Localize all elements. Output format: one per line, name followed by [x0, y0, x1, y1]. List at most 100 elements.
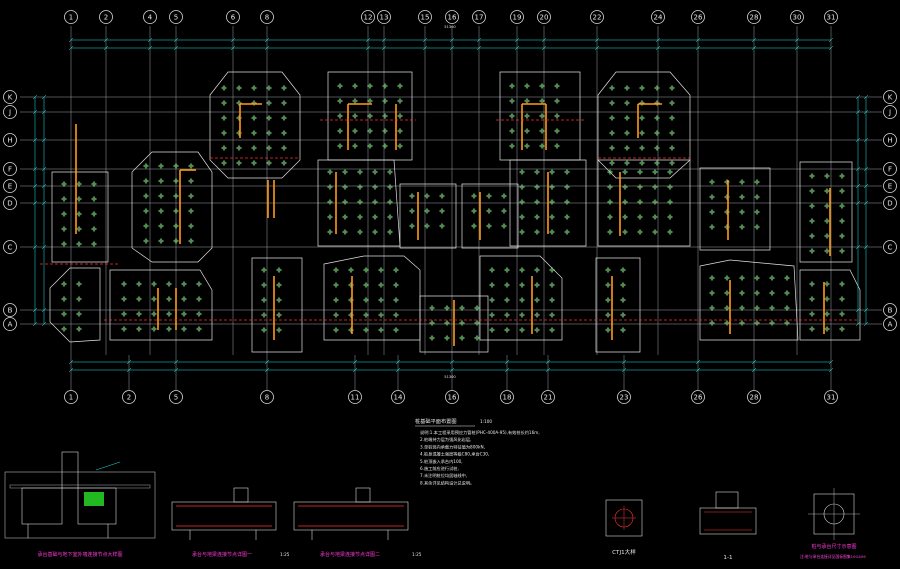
svg-text:2: 2 [127, 394, 131, 402]
svg-text:17: 17 [475, 14, 484, 22]
svg-text:15: 15 [421, 14, 430, 22]
svg-text:13: 13 [380, 14, 389, 22]
svg-text:16: 16 [448, 14, 457, 22]
note-line-5: 5.桩顶嵌入承台内100, [420, 458, 463, 465]
axis-bubble-top-5: 5 [169, 10, 183, 24]
notes-lines: 说明:1.本工程采用预应力管桩(PHC-400A-95),有效桩长约16m,2.… [420, 429, 540, 486]
note-line-1: 说明:1.本工程采用预应力管桩(PHC-400A-95),有效桩长约16m, [420, 429, 540, 436]
axis-bubble-top-15: 15 [418, 10, 432, 24]
svg-text:28: 28 [750, 14, 759, 22]
svg-text:2: 2 [104, 14, 108, 22]
detail-4: CTJ1大样 [605, 499, 643, 556]
svg-text:31: 31 [827, 14, 836, 22]
axis-bubble-row-F-left: F [3, 162, 17, 176]
detail-5-caption: 1-1 [723, 555, 733, 561]
svg-text:D: D [7, 200, 12, 208]
svg-text:H: H [887, 137, 892, 145]
svg-text:23: 23 [620, 394, 629, 402]
svg-text:24: 24 [654, 14, 663, 22]
detail-2-caption: 承台与地梁连接节点详图一 [192, 551, 252, 558]
svg-text:16: 16 [448, 394, 457, 402]
detail-1: 承台基础与地下室外墙连接节点大样图 [4, 451, 156, 558]
note-line-3: 3.单桩竖向承载力特征值为800kN, [420, 443, 485, 450]
axis-bubble-bottom-8: 8 [260, 390, 274, 404]
pile-cap-2 [327, 71, 413, 161]
svg-text:5: 5 [174, 14, 178, 22]
notes-title: 桩基础平面布置图 [415, 417, 457, 425]
svg-text:1: 1 [69, 14, 73, 22]
axis-bubble-row-C-right: C [883, 240, 897, 254]
svg-text:1: 1 [69, 394, 73, 402]
pile-cap-14 [49, 267, 101, 343]
axis-bubble-top-30: 30 [790, 10, 804, 24]
detail-2: 承台与地梁连接节点详图一 1:25 [171, 487, 290, 558]
axis-bubble-row-E-left: E [3, 179, 17, 193]
axis-bubble-top-22: 22 [590, 10, 604, 24]
axis-bubble-row-D-right: D [883, 196, 897, 210]
svg-text:30: 30 [793, 14, 802, 22]
svg-text:22: 22 [593, 14, 602, 22]
svg-text:4: 4 [148, 14, 153, 22]
svg-text:C: C [8, 244, 13, 252]
axis-bubble-top-6: 6 [226, 10, 240, 24]
pile-cap-19 [479, 255, 563, 341]
pile-markers [61, 83, 845, 341]
axis-bubble-bottom-28: 28 [747, 390, 761, 404]
detail-3: 承台与地梁连接节点详图二 1:25 [293, 487, 422, 558]
axis-bubble-top-4: 4 [143, 10, 157, 24]
axis-bubble-row-A-right: A [883, 317, 897, 331]
axis-bubble-bottom-26: 26 [691, 390, 705, 404]
pile-cap-20 [595, 257, 641, 353]
svg-text:26: 26 [694, 394, 703, 402]
axis-bubble-row-F-right: F [883, 162, 897, 176]
axis-bubble-row-C-left: C [3, 240, 17, 254]
axis-bubble-bottom-5: 5 [169, 390, 183, 404]
svg-text:18: 18 [503, 394, 512, 402]
svg-text:K: K [888, 94, 893, 102]
core-walls [40, 103, 860, 346]
pile-cap-15 [109, 269, 213, 341]
svg-text:11: 11 [351, 394, 360, 402]
overall-dimension-top: 51300 [444, 25, 456, 29]
pile-cap-5 [131, 151, 213, 263]
axis-bubble-top-8: 8 [260, 10, 274, 24]
svg-text:J: J [8, 109, 11, 117]
axis-bubble-top-17: 17 [472, 10, 486, 24]
axis-bubble-top-19: 19 [510, 10, 524, 24]
detail-1-caption: 承台基础与地下室外墙连接节点大样图 [37, 551, 122, 558]
svg-text:E: E [8, 183, 12, 191]
svg-text:C: C [888, 244, 893, 252]
svg-text:26: 26 [694, 14, 703, 22]
detail-4-caption: CTJ1大样 [612, 548, 636, 556]
pile-cap-outlines [49, 71, 861, 353]
svg-text:6: 6 [231, 14, 236, 22]
svg-text:20: 20 [540, 14, 549, 22]
axis-bubble-top-2: 2 [99, 10, 113, 24]
pile-cap-10 [597, 159, 691, 247]
svg-text:E: E [888, 183, 892, 191]
notes-block: 桩基础平面布置图 1:100 说明:1.本工程采用预应力管桩(PHC-400A-… [415, 417, 540, 486]
axis-bubble-top-12: 12 [361, 10, 375, 24]
pile-cap-22 [799, 269, 861, 341]
axis-bubble-row-H-right: H [883, 133, 897, 147]
axis-grid [20, 26, 882, 390]
axis-bubble-bottom-16: 16 [445, 390, 459, 404]
note-line-7: 7.未注明桩位均居轴线中, [420, 472, 467, 479]
axis-bubble-row-D-left: D [3, 196, 17, 210]
axis-bubble-row-K-right: K [883, 90, 897, 104]
note-line-8: 8.其余详见结构设计总说明。 [420, 479, 474, 486]
svg-text:8: 8 [265, 394, 269, 402]
detail-3-scale: 1:25 [412, 552, 422, 557]
detail-5: 1-1 [699, 491, 757, 561]
svg-text:12: 12 [364, 14, 373, 22]
pile-cap-18 [419, 295, 489, 353]
pile-cap-1 [209, 71, 301, 179]
svg-text:31: 31 [827, 394, 836, 402]
pile-cap-7 [399, 183, 457, 249]
svg-text:8: 8 [265, 14, 269, 22]
axis-bubble-top-1: 1 [64, 10, 78, 24]
axis-bubble-top-26: 26 [691, 10, 705, 24]
